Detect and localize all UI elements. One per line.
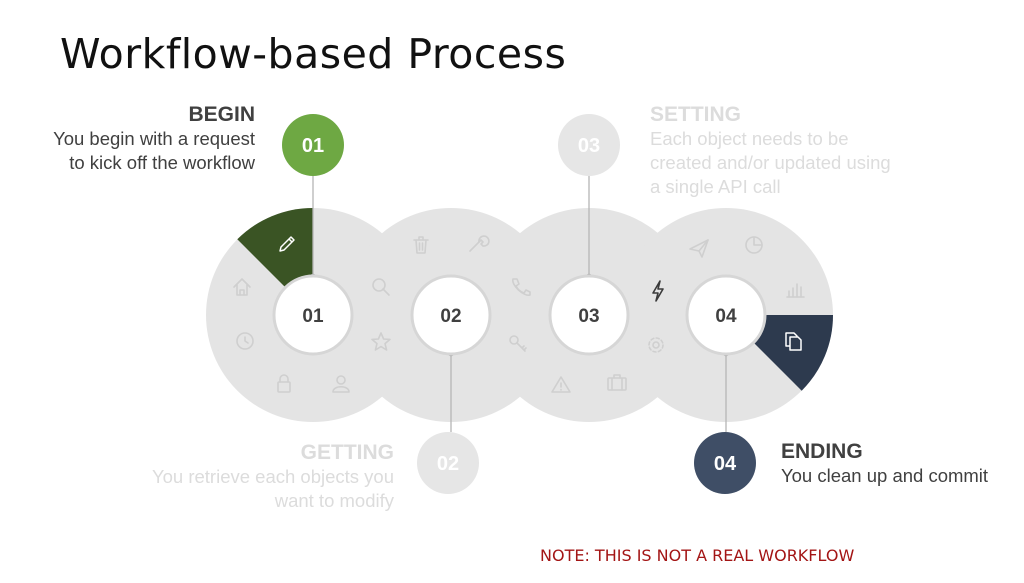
step-4-desc-line-1: You clean up and commit — [781, 465, 989, 486]
bar-chart-icon — [786, 283, 805, 298]
step-4-circle — [685, 274, 767, 356]
step-4-number: 04 — [715, 306, 737, 327]
phone-icon — [512, 278, 531, 296]
step-3-badge — [558, 114, 620, 176]
step-4-text: ENDING You clean up and commit — [781, 440, 1021, 488]
star-icon — [371, 332, 391, 351]
step-4-heading: ENDING — [781, 440, 863, 463]
warning-icon — [551, 376, 571, 393]
step-1-heading: BEGIN — [188, 103, 255, 126]
clock-icon — [236, 332, 254, 350]
step-3-circle — [548, 274, 630, 356]
step-3-desc-line-1: Each object needs to be — [650, 128, 849, 149]
home-icon — [233, 278, 251, 296]
lightning-icon — [652, 280, 664, 302]
step-3-desc-line-2: created and/or updated using — [650, 152, 891, 173]
step-3-badge-label: 03 — [578, 135, 600, 157]
copy-icon — [785, 332, 802, 351]
key-icon — [509, 335, 527, 352]
step-3-number: 03 — [578, 306, 599, 327]
search-icon — [372, 278, 390, 296]
step-3-desc-line-3: a single API call — [650, 176, 781, 197]
step-4-badge — [694, 432, 756, 494]
page-title: Workflow-based Process — [60, 30, 567, 78]
step-2-circle — [410, 274, 492, 356]
step-1-badge-label: 01 — [302, 135, 324, 157]
step-4-badge-label: 04 — [714, 453, 737, 475]
step-1-text: BEGIN You begin with a request to kick o… — [0, 103, 255, 175]
pencil-icon — [279, 236, 295, 252]
step-2-heading: GETTING — [300, 441, 394, 464]
step-3-text: SETTING Each object needs to be created … — [650, 103, 950, 199]
step-2-badge — [417, 432, 479, 494]
step-2-badge-label: 02 — [437, 453, 459, 475]
paper-plane-icon — [689, 239, 709, 258]
step-2-desc-line-1: You retrieve each objects you — [151, 466, 394, 487]
wrench-icon — [469, 235, 490, 252]
step-circles — [272, 274, 767, 356]
lock-icon — [277, 374, 291, 393]
trash-icon — [413, 236, 429, 254]
step-2-desc-line-2: want to modify — [274, 490, 394, 511]
step-3-heading: SETTING — [650, 103, 742, 126]
step-2-text: GETTING You retrieve each objects you wa… — [94, 441, 394, 513]
gear-icon — [648, 337, 664, 353]
briefcase-icon — [607, 374, 627, 391]
step-1-badge — [282, 114, 344, 176]
step-1-desc-line-1: You begin with a request — [53, 128, 255, 149]
pie-chart-icon — [745, 236, 763, 254]
disclaimer-note: NOTE: THIS IS NOT A REAL WORKFLOW — [540, 546, 855, 565]
step-1-circle — [272, 274, 354, 356]
step-1-number: 01 — [302, 306, 324, 327]
step-1-desc-line-2: to kick off the workflow — [69, 152, 255, 173]
step-2-number: 02 — [440, 306, 461, 327]
user-icon — [332, 375, 350, 393]
